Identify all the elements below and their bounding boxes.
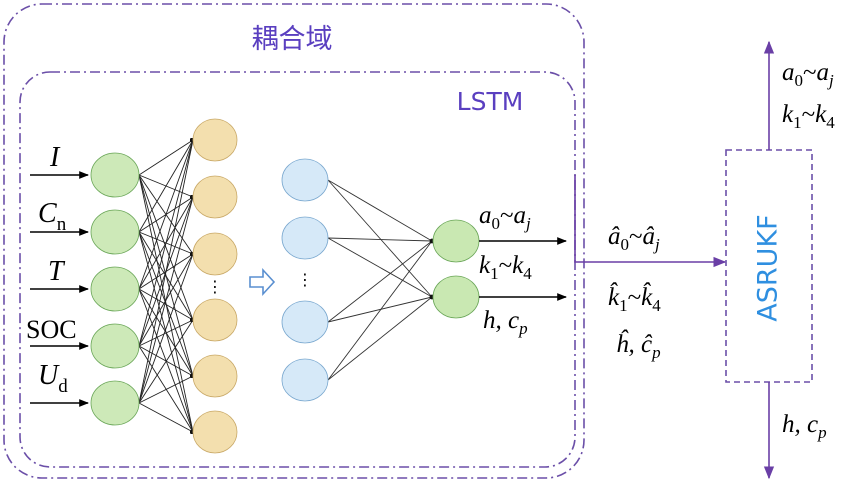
input-label-i: I (49, 142, 61, 173)
connection-line (327, 240, 433, 381)
asrukf-box (725, 149, 813, 383)
connection-line (138, 375, 194, 404)
output-layer (432, 219, 480, 319)
bottom-output-h: h, cp (782, 411, 827, 442)
coupling-domain-label: 耦合域 (252, 24, 333, 55)
lstm-node (281, 358, 329, 402)
input-arrows (30, 171, 89, 407)
hidden-node (192, 118, 238, 162)
connection-line (327, 240, 433, 323)
lstm-node (281, 158, 329, 202)
connection-line (327, 179, 433, 242)
estimated-a: â0~âj (608, 223, 660, 254)
connection-line (138, 139, 194, 347)
input-label-ud: Ud (38, 360, 68, 397)
connection-line (138, 196, 194, 404)
connection-line (138, 231, 194, 321)
hidden-node (192, 354, 238, 398)
connection-line (138, 319, 194, 404)
hidden-ellipsis: ⋮ (207, 277, 223, 296)
lstm-output-connections (327, 179, 435, 381)
connection-line (138, 288, 194, 321)
hidden-node (192, 232, 238, 276)
top-output-a: a0~aj (782, 59, 834, 90)
hidden-node (192, 410, 238, 454)
connection-line (138, 139, 194, 176)
connection-line (327, 179, 433, 298)
lstm-layer (281, 158, 329, 402)
input-node (90, 380, 140, 426)
top-output-k: k1~k4 (782, 101, 835, 132)
connection-line (327, 296, 433, 323)
hidden-layer (192, 118, 238, 454)
connection-line (327, 237, 433, 298)
hidden-node (192, 175, 238, 219)
lstm-output-k: k1~k4 (479, 252, 532, 283)
connection-line (327, 237, 433, 242)
hollow-arrow-icon (249, 267, 276, 297)
lstm-node (281, 216, 329, 260)
lstm-ellipsis: ⋮ (297, 270, 313, 289)
input-node (90, 323, 140, 369)
estimated-k: k̂1~k̂4 (608, 282, 661, 315)
connection-line (138, 288, 194, 377)
estimated-h: ĥ, ĉp (616, 329, 661, 362)
coupling-domain-frame (3, 3, 585, 479)
input-label-cn: Cn (38, 198, 67, 235)
lstm-label: LSTM (457, 87, 524, 116)
hidden-node (192, 298, 238, 342)
lstm-node (281, 300, 329, 344)
connection-line (138, 319, 194, 347)
lstm-frame (19, 71, 576, 468)
input-node (90, 152, 140, 198)
input-label-t: T (48, 256, 66, 287)
connection-line (138, 402, 194, 433)
connection-line (138, 139, 194, 404)
connection-line (138, 139, 194, 290)
input-hidden-connections (138, 138, 194, 434)
output-node (432, 275, 480, 319)
input-node (90, 266, 140, 312)
coupling-to-asrukf-arrow (574, 175, 727, 268)
input-layer (90, 152, 140, 426)
connection-line (138, 174, 194, 321)
lstm-output-h: h, cp (483, 307, 528, 338)
input-label-soc: SOC (26, 315, 77, 344)
connection-line (138, 253, 194, 404)
connection-line (138, 139, 194, 233)
input-node (90, 209, 140, 255)
connection-line (327, 296, 433, 381)
lstm-output-a: a0~aj (479, 202, 531, 233)
asrukf-label: ASRUKF (753, 214, 784, 321)
output-node (432, 219, 480, 263)
